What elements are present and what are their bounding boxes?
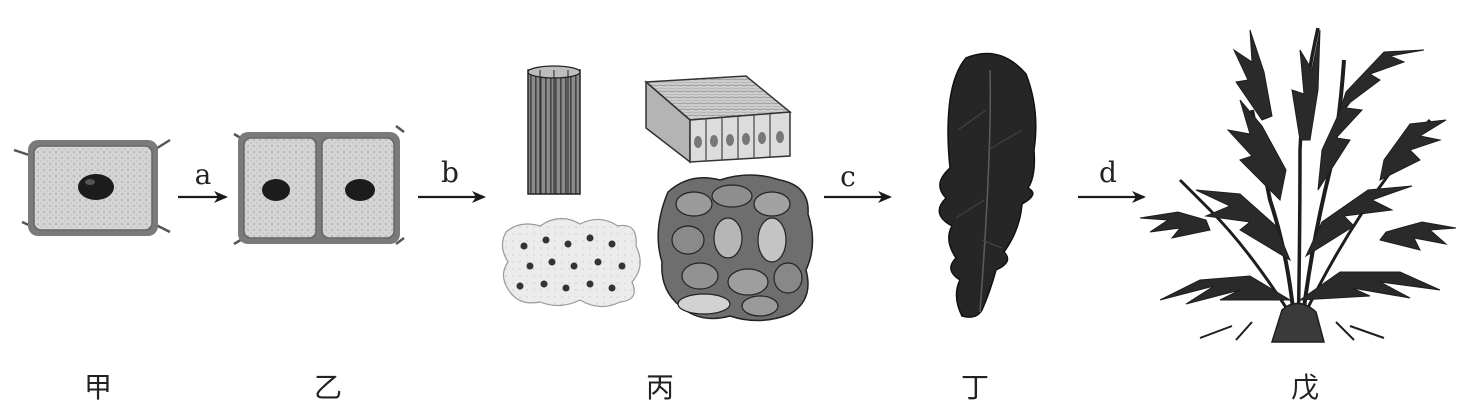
stage-label-ding: 丁 [935, 366, 1015, 406]
protective-tissue [646, 76, 790, 162]
nucleus-right [345, 179, 375, 201]
arrow-label-c: c [828, 160, 868, 193]
leaf-ding [939, 54, 1036, 318]
tissues-bing [502, 66, 812, 321]
conducting-tissue [528, 66, 580, 194]
stage-label-bing: 丙 [620, 366, 700, 406]
nutritive-tissue [658, 175, 812, 321]
arrow-label-d: d [1088, 156, 1128, 189]
arrow-label-b: b [430, 156, 470, 189]
arrow-label-a: a [183, 158, 223, 191]
stage-label-yi: 乙 [288, 366, 368, 406]
nucleus [78, 174, 114, 200]
whole-plant-wu [1140, 28, 1456, 342]
meristematic-tissue [502, 218, 640, 306]
stage-label-jia: 甲 [58, 366, 138, 406]
single-cell-jia [14, 140, 170, 236]
divided-cells-yi [234, 126, 404, 244]
nucleus-left [262, 179, 290, 201]
stage-label-wu: 戊 [1265, 366, 1345, 406]
